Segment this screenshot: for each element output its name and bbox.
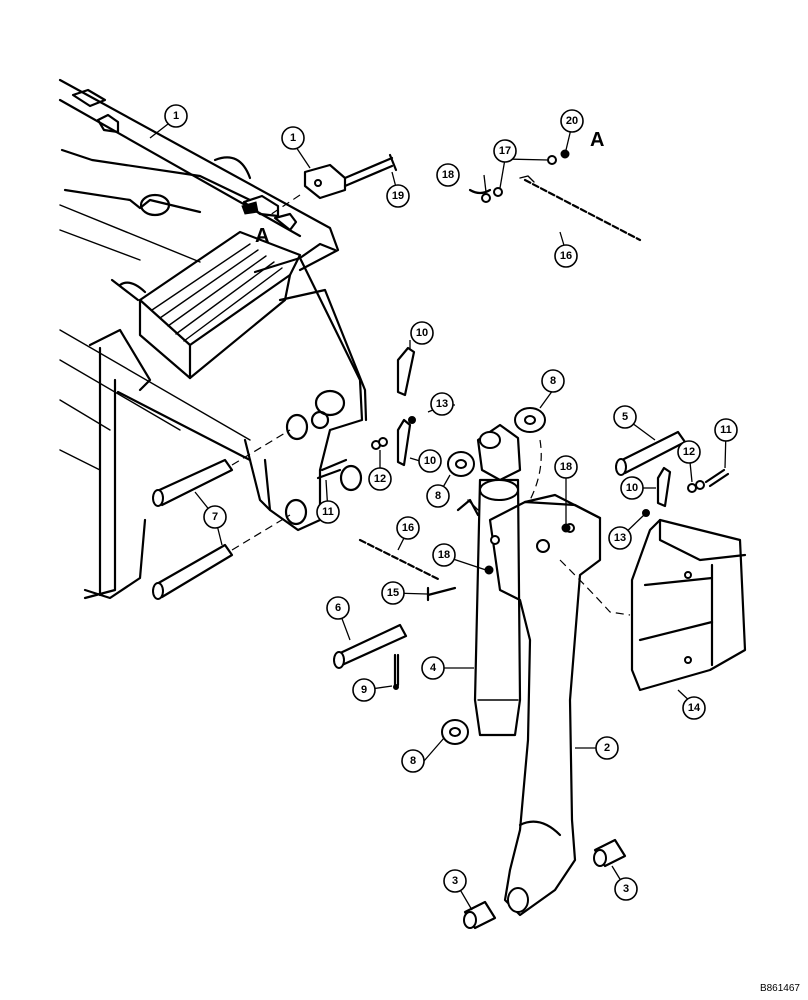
callout-8-top: 8	[541, 369, 565, 393]
svg-text:10: 10	[416, 327, 428, 339]
callout-8-bottom: 8	[401, 749, 425, 773]
drawing-number: B861467	[759, 983, 800, 994]
svg-text:11: 11	[322, 506, 334, 518]
cotter-pin-9	[393, 653, 400, 690]
callout-2: 2	[595, 736, 619, 760]
callout-17: 17	[493, 139, 517, 163]
callout-8-mid: 8	[426, 484, 450, 508]
callout-15: 15	[381, 581, 405, 605]
block-1	[303, 163, 347, 200]
svg-text:1: 1	[290, 132, 296, 144]
chain-16-lower	[358, 538, 494, 602]
callout-18-arm: 18	[554, 455, 578, 479]
svg-text:18: 18	[442, 169, 454, 181]
callout-3-left: 3	[443, 869, 467, 893]
bushing-3-left	[463, 900, 497, 930]
pin-10-upper	[396, 346, 416, 397]
washers-nuts-left	[371, 416, 416, 450]
callout-16-bottom: 16	[396, 516, 420, 540]
svg-text:10: 10	[626, 482, 638, 494]
bolt-19	[343, 153, 398, 188]
pin-10-mid	[396, 418, 412, 467]
reference-letter-a-right: A	[590, 129, 604, 151]
pin-7-lower	[152, 543, 234, 600]
svg-text:8: 8	[435, 490, 441, 502]
svg-text:14: 14	[688, 702, 701, 714]
callout-18-chain: 18	[432, 543, 456, 567]
svg-text:3: 3	[623, 883, 629, 895]
pin-6	[333, 623, 408, 669]
hitch-bracket	[243, 242, 368, 532]
callout-12-right: 12	[677, 440, 701, 464]
svg-text:20: 20	[566, 115, 578, 127]
callout-4: 4	[421, 656, 445, 680]
svg-text:15: 15	[387, 587, 399, 599]
svg-text:5: 5	[622, 411, 628, 423]
nut-18-arm	[561, 523, 571, 533]
svg-text:8: 8	[550, 375, 556, 387]
svg-text:16: 16	[402, 522, 414, 534]
callout-16-top: 16	[554, 244, 578, 268]
svg-text:19: 19	[392, 190, 404, 202]
svg-text:2: 2	[604, 742, 610, 754]
callout-10-right: 10	[620, 476, 644, 500]
callout-9: 9	[352, 678, 376, 702]
callout-11-right: 11	[714, 418, 738, 442]
callout-3-right: 3	[614, 877, 638, 901]
callout-18-top: 18	[436, 163, 460, 187]
pin-5	[615, 430, 687, 476]
washers-nuts-right	[642, 468, 730, 517]
step-ladder	[138, 230, 302, 380]
pin-7-upper	[152, 458, 234, 507]
reference-letter-a-left: A	[255, 225, 269, 247]
callout-11-left: 11	[316, 500, 340, 524]
callout-1-frame: 1	[164, 104, 188, 128]
callout-1-block: 1	[281, 126, 305, 150]
chain-16-upper	[468, 149, 642, 242]
svg-text:6: 6	[335, 602, 341, 614]
washer-8-mid	[447, 451, 475, 477]
block-1-leader	[269, 194, 301, 216]
cylinder-4	[456, 423, 522, 737]
callout-leaders	[149, 123, 727, 911]
shield-14	[630, 518, 747, 692]
callout-13-right: 13	[608, 526, 632, 550]
callout-10-mid: 10	[418, 449, 442, 473]
washer-8-bottom	[441, 719, 469, 745]
svg-text:7: 7	[212, 511, 218, 523]
frame-top-blocks	[71, 88, 298, 232]
svg-text:9: 9	[361, 684, 367, 696]
callout-5: 5	[613, 405, 637, 429]
svg-text:11: 11	[720, 424, 732, 436]
svg-text:16: 16	[560, 250, 572, 262]
svg-text:18: 18	[560, 461, 572, 473]
pin-10-right	[656, 466, 672, 508]
svg-text:1: 1	[173, 110, 179, 122]
callout-10-top: 10	[410, 321, 434, 345]
callout-14: 14	[682, 696, 706, 720]
svg-text:18: 18	[438, 549, 450, 561]
callout-13-left: 13	[430, 392, 454, 416]
svg-text:13: 13	[614, 532, 626, 544]
bushing-3-right	[593, 838, 627, 868]
svg-text:17: 17	[499, 145, 511, 157]
svg-text:3: 3	[452, 875, 458, 887]
callout-19: 19	[386, 184, 410, 208]
callout-20: 20	[560, 109, 584, 133]
svg-text:12: 12	[374, 473, 386, 485]
svg-text:13: 13	[436, 398, 448, 410]
callout-12-left: 12	[368, 467, 392, 491]
svg-text:10: 10	[424, 455, 436, 467]
callout-6: 6	[326, 596, 350, 620]
pin-7-leader-upper	[231, 429, 291, 466]
arm-2	[488, 439, 631, 917]
pin-7-leader-lower	[231, 514, 291, 551]
svg-text:8: 8	[410, 755, 416, 767]
washer-8-top	[514, 407, 546, 433]
svg-text:4: 4	[430, 662, 437, 674]
bracket-bolts	[316, 458, 348, 480]
callout-7: 7	[203, 505, 227, 529]
svg-text:12: 12	[683, 446, 695, 458]
